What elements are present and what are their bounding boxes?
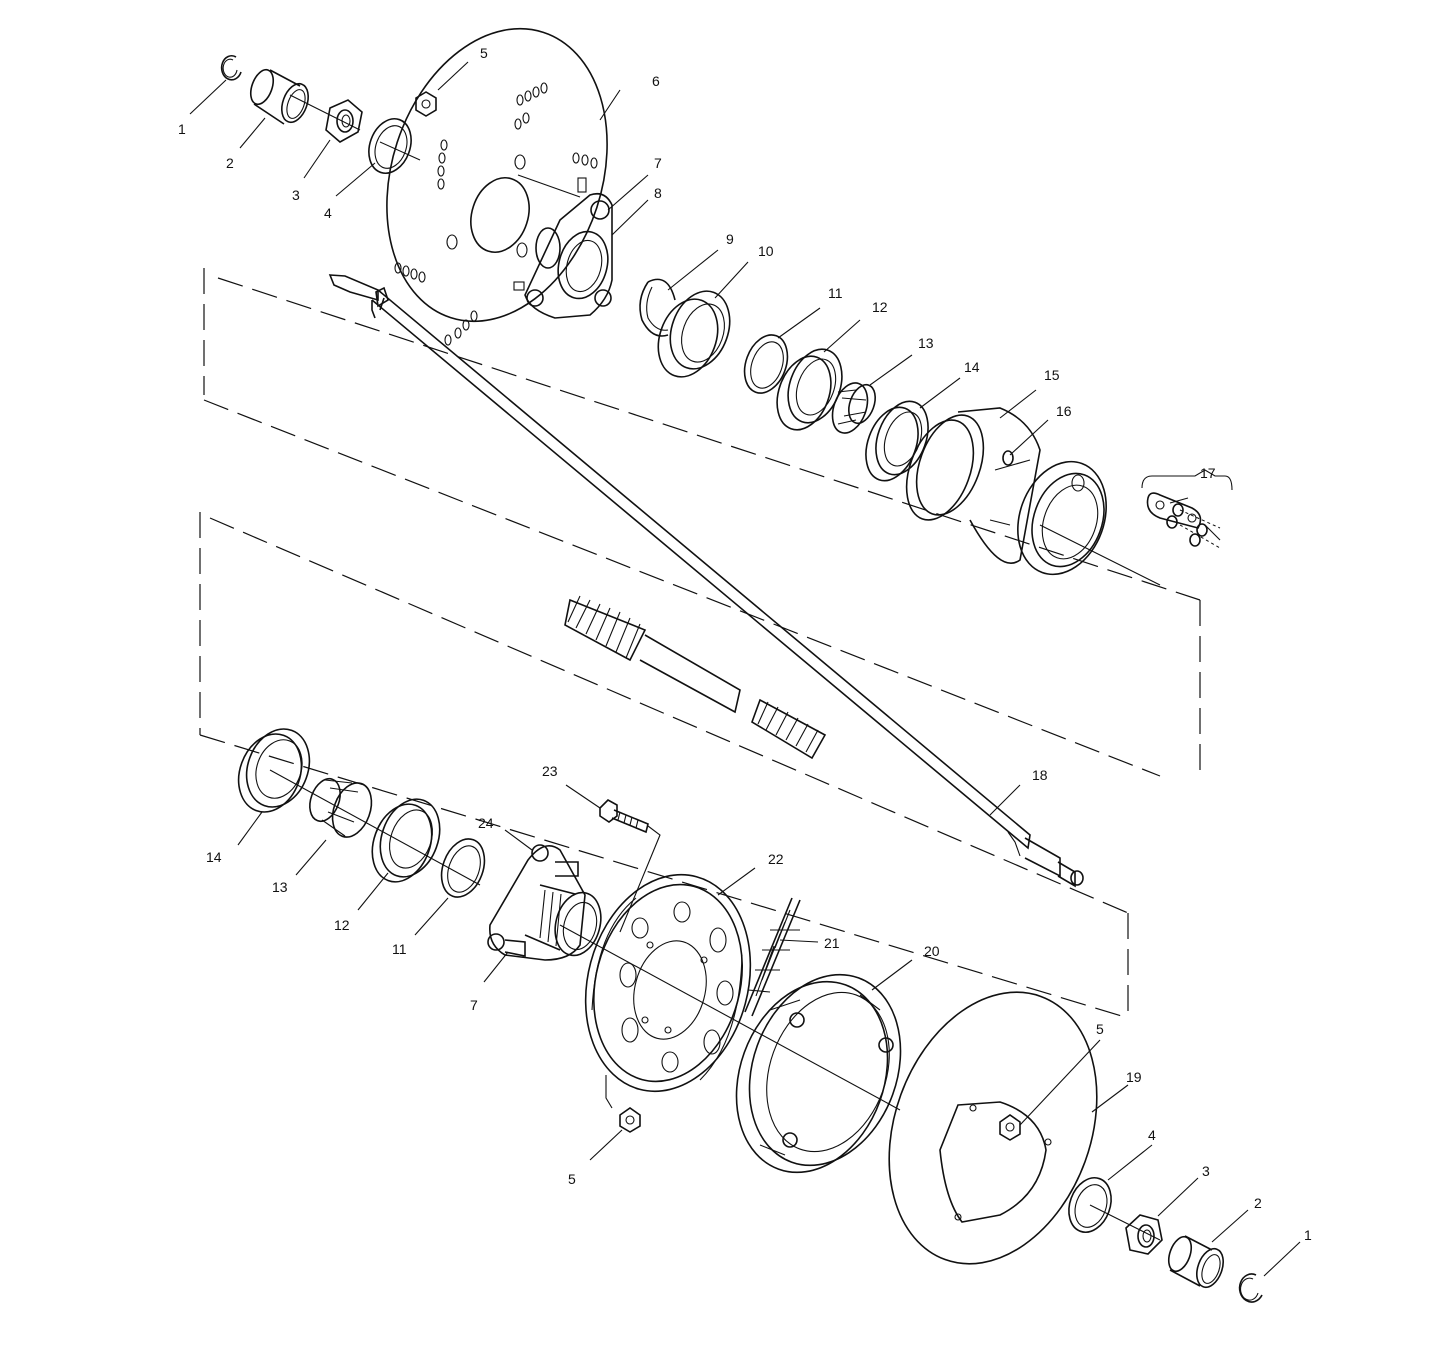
callout-4-top: 4	[324, 205, 332, 221]
sprocket-part-22	[584, 873, 752, 1093]
circlip-part-9	[639, 278, 676, 337]
callout-11-top: 11	[828, 285, 843, 301]
callout-21: 21	[824, 935, 840, 951]
bearing-cup-part-14-bottom	[237, 728, 311, 813]
callout-22: 22	[768, 851, 784, 867]
callout-5-top: 5	[480, 45, 488, 61]
hex-nut-part-3-bottom	[1125, 1214, 1163, 1255]
callout-7-bottom: 7	[470, 997, 478, 1013]
rear-axle-part-18	[328, 274, 1084, 888]
callout-3-bottom: 3	[1202, 1163, 1210, 1179]
hex-nut-part-3-top	[325, 99, 363, 143]
callout-13-top: 13	[918, 335, 934, 351]
sleeve-part-2-bottom	[1167, 1235, 1224, 1289]
callout-2-bottom: 2	[1254, 1195, 1262, 1211]
seal-part-11-bottom	[440, 838, 486, 898]
nut-part-5-bottom	[619, 1107, 641, 1133]
callout-18: 18	[1032, 767, 1048, 783]
ring-part-10	[657, 290, 731, 378]
callout-3-top: 3	[292, 187, 300, 203]
nut-part-5-disc	[999, 1114, 1021, 1141]
bearing-cup-part-12-top	[776, 348, 843, 431]
sprocket-guard-part-20	[735, 973, 902, 1174]
bolt-part-23	[599, 799, 649, 834]
hub-part-24-bottom	[487, 844, 602, 961]
callout-14-top: 14	[964, 359, 980, 375]
callout-1-top: 1	[178, 121, 186, 137]
bearing-cone-part-13-top	[831, 382, 876, 434]
callout-17: 17	[1200, 465, 1216, 481]
nut-part-5-top	[415, 91, 437, 117]
callout-4-bottom: 4	[1148, 1127, 1156, 1143]
callout-5-disc: 5	[1096, 1021, 1104, 1037]
callout-20: 20	[924, 943, 940, 959]
callout-12-top: 12	[872, 299, 888, 315]
circlip-part-1-top	[220, 55, 242, 81]
callout-14-bottom: 14	[206, 849, 222, 865]
circlip-part-1-bottom	[1238, 1273, 1263, 1303]
callout-19: 19	[1126, 1069, 1142, 1085]
callout-23: 23	[542, 763, 558, 779]
master-link-part-17	[1141, 469, 1233, 549]
grease-fitting-part-16	[1002, 450, 1014, 466]
seal-part-11-top	[743, 334, 789, 394]
callout-2-top: 2	[226, 155, 234, 171]
brake-disc-part-19	[888, 991, 1098, 1265]
washer-part-4-bottom	[1068, 1177, 1112, 1233]
callout-6: 6	[652, 73, 660, 89]
callout-10: 10	[758, 243, 774, 259]
bearing-housing-part-15	[905, 407, 1107, 576]
callout-1-bottom: 1	[1304, 1227, 1312, 1243]
callout-12-bottom: 12	[334, 917, 350, 933]
callout-8: 8	[654, 185, 662, 201]
callout-leaders	[189, 61, 1301, 1277]
callout-7-top: 7	[654, 155, 662, 171]
callout-5-bottom: 5	[568, 1171, 576, 1187]
callout-9: 9	[726, 231, 734, 247]
brake-disc-part-6	[386, 27, 608, 346]
centre-lines	[269, 94, 1161, 1241]
bearing-cup-part-12-bottom	[371, 798, 441, 883]
callout-16: 16	[1056, 403, 1072, 419]
callout-15: 15	[1044, 367, 1060, 383]
callout-11-bottom: 11	[392, 941, 407, 957]
bearing-cup-part-14-top	[865, 400, 929, 482]
chain-part-21	[744, 897, 801, 1017]
washer-part-4-top	[368, 118, 412, 174]
callout-13-bottom: 13	[272, 879, 288, 895]
callout-24: 24	[478, 815, 494, 831]
hub-part-8-top	[513, 177, 613, 319]
sleeve-part-2-top	[249, 68, 309, 125]
callout-labels: 1 2 3 4 5 6 7 8 9 10 11 12 13 14 15 16 1…	[178, 45, 1312, 1243]
bearing-cone-part-13-bottom	[309, 777, 373, 838]
